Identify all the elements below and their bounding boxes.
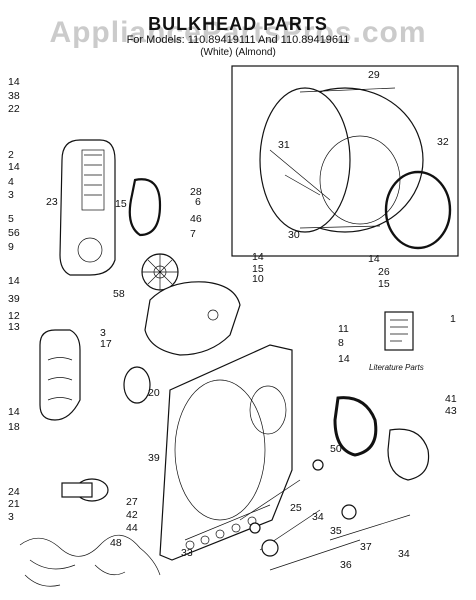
callout-number: 5: [8, 213, 14, 225]
callout-number: 11: [338, 323, 349, 335]
callout-number: 2: [8, 149, 14, 161]
drum-seal-ring: [384, 170, 452, 250]
wiring-harness: [19, 534, 161, 587]
drum-frame: [231, 65, 459, 257]
callout-number: 43: [445, 405, 457, 417]
callout-number: 14: [8, 275, 20, 287]
door-strike: [387, 428, 430, 481]
callout-number: 58: [113, 288, 125, 300]
callout-number: 35: [330, 525, 342, 537]
callout-number: 23: [46, 196, 58, 208]
callout-number: 34: [312, 511, 324, 523]
bulkhead-panel: [159, 344, 293, 561]
callout-number: 4: [8, 176, 14, 188]
blower-housing: [144, 281, 241, 356]
callout-number: 29: [368, 69, 380, 81]
callout-number: 31: [278, 139, 290, 151]
callout-number: 30: [288, 229, 300, 241]
callout-number: 27: [126, 496, 138, 508]
callout-number: 8: [338, 337, 344, 349]
diagram-title: BULKHEAD PARTS: [148, 14, 328, 34]
callout-number: 34: [398, 548, 410, 560]
callout-number: 3: [100, 327, 106, 339]
callout-number: 26: [378, 266, 390, 278]
callout-number: 14: [8, 406, 20, 418]
callout-number: 13: [8, 321, 20, 333]
callout-number: 44: [126, 522, 138, 534]
diagram-subtitle: For Models: 110.89419111 And 110.8941961…: [126, 34, 350, 46]
callout-number: 28: [190, 186, 202, 198]
callout-number: 24: [8, 486, 20, 498]
callout-number: 6: [195, 196, 201, 208]
callout-number: 14: [338, 353, 350, 365]
callout-number: 17: [100, 338, 112, 350]
callout-number: 36: [340, 559, 352, 571]
motor: [61, 478, 109, 502]
callout-number: 10: [252, 273, 264, 285]
diagram-subtitle-colors: (White) (Almond): [200, 47, 276, 58]
callout-number: 56: [8, 227, 20, 239]
callout-number: 14: [8, 161, 20, 173]
callout-number: 25: [290, 502, 302, 514]
callout-number: 21: [8, 498, 20, 510]
callout-number: 22: [8, 103, 20, 115]
exhaust-duct: [39, 329, 81, 421]
callout-number: 3: [8, 511, 14, 523]
door-seal: [333, 396, 378, 457]
callout-number: 14: [8, 76, 20, 88]
callout-number: 1: [450, 313, 456, 325]
callout-number: 3: [8, 189, 14, 201]
callout-number: 32: [437, 136, 449, 148]
literature-parts-doc: [384, 311, 414, 351]
callout-number: 9: [8, 241, 14, 253]
blower-wheel: [141, 253, 179, 291]
drum: [259, 87, 424, 233]
literature-parts-label: Literature Parts: [369, 363, 424, 372]
callout-number: 15: [252, 263, 264, 275]
callout-number: 42: [126, 509, 138, 521]
callout-number: 15: [115, 198, 127, 210]
callout-number: 50: [330, 443, 342, 455]
callout-number: 15: [378, 278, 390, 290]
callout-number: 14: [252, 251, 264, 263]
callout-number: 33: [181, 547, 193, 559]
callout-number: 41: [445, 393, 457, 405]
callout-number: 46: [190, 213, 202, 225]
callout-number: 18: [8, 421, 20, 433]
callout-number: 7: [190, 228, 196, 240]
callout-number: 14: [368, 253, 380, 265]
callout-number: 39: [148, 452, 160, 464]
callout-number: 20: [148, 387, 160, 399]
callout-number: 12: [8, 310, 20, 322]
callout-number: 48: [110, 537, 122, 549]
lint-duct-housing: [59, 139, 116, 276]
callout-number: 38: [8, 90, 20, 102]
callout-number: 39: [8, 293, 20, 305]
callout-number: 37: [360, 541, 372, 553]
duct-gasket: [128, 178, 162, 237]
hardware-lines: [239, 479, 411, 571]
lint-screen: [123, 366, 151, 404]
